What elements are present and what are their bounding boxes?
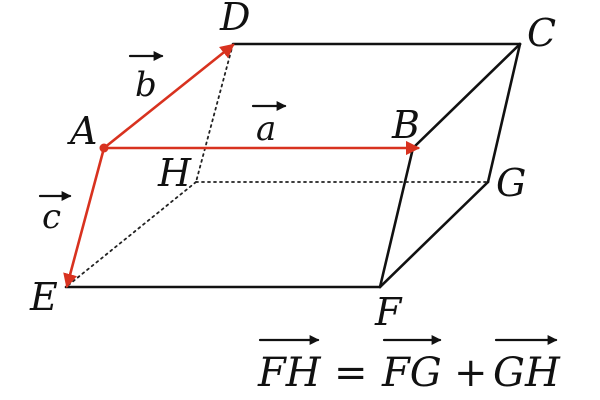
vector-b-arrow [102, 43, 235, 150]
vector-c-arrow [63, 146, 106, 289]
vertex-label-e: E [29, 275, 58, 319]
point-a-dot [99, 143, 109, 153]
vertex-label-d: D [219, 0, 250, 39]
vector-label-a: a [256, 109, 276, 149]
edge-bf [378, 146, 415, 289]
formula-plus: + [454, 350, 488, 396]
vector-sum-formula: FH = FG + GH [257, 335, 561, 396]
vector-label-b-group: b [128, 51, 164, 105]
vector-label-c: c [42, 197, 61, 237]
formula-term1: FG [381, 350, 442, 396]
vector-label-c-group: c [38, 191, 72, 237]
hidden-edge-he [65, 181, 197, 288]
vector-label-a-group: a [251, 101, 287, 149]
formula-lhs: FH [257, 350, 322, 396]
formula-term2: GH [493, 350, 561, 396]
edge-gf [378, 180, 490, 289]
vertex-label-a: A [67, 109, 97, 153]
formula-equals: = [334, 350, 368, 396]
vector-label-b: b [135, 65, 157, 105]
hidden-edge-dh [195, 43, 234, 183]
edge-cg [486, 42, 522, 184]
vertex-label-h: H [157, 151, 192, 195]
vertex-label-f: F [374, 290, 403, 334]
vertex-label-c: C [527, 11, 556, 55]
vertex-label-b: B [391, 103, 420, 147]
vertex-label-g: G [496, 161, 526, 205]
edge-bc [411, 42, 522, 150]
